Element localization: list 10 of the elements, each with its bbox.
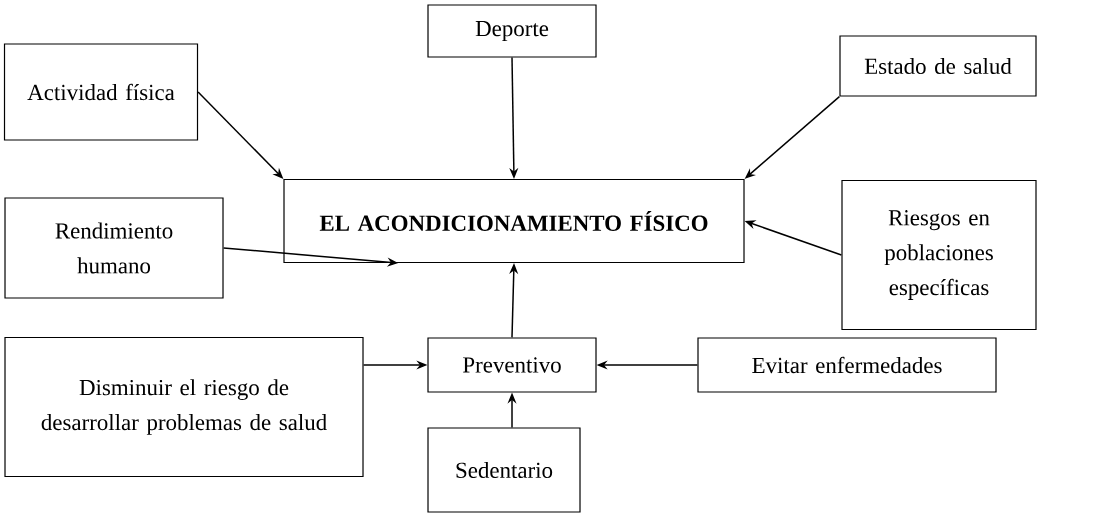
- concept-box: Actividad física: [3, 43, 199, 141]
- central-concept-box: EL ACONDICIONAMIENTO FÍSICO: [283, 178, 745, 264]
- concept-box: Estado de salud: [839, 35, 1037, 97]
- concept-box: Riesgos en poblaciones específicas: [841, 179, 1037, 331]
- concept-box: Sedentario: [427, 427, 581, 513]
- concept-box: Disminuir el riesgo de desarrollar problemas de salud: [4, 336, 364, 478]
- concept-box: Preventivo: [427, 337, 597, 393]
- concept-box: Deporte: [427, 4, 597, 58]
- concept-box: Rendimiento humano: [4, 197, 224, 299]
- concept-box: Evitar enfermedades: [697, 337, 997, 393]
